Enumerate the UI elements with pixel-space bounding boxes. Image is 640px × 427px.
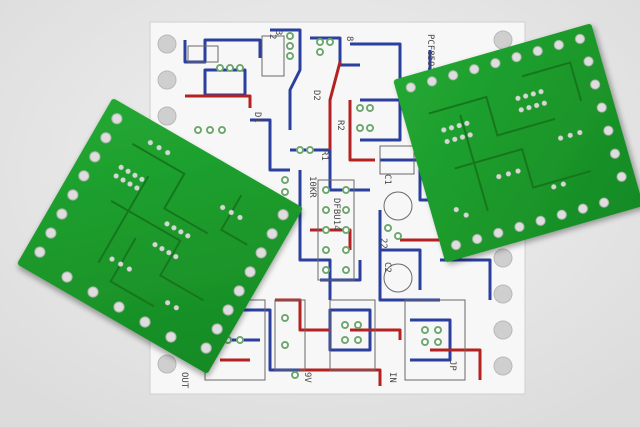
label-ic-right: PCF8591: [425, 34, 435, 72]
label-ic-mid: 8: [344, 36, 354, 41]
label-c1: C1: [382, 174, 392, 185]
label-q-mid: 10KR: [307, 176, 317, 198]
label-in: IN: [387, 372, 397, 383]
component-outlines: [187, 35, 466, 381]
right-pcb-board: [393, 23, 640, 262]
label-out: OUT: [179, 372, 189, 389]
printout-holes-right: [493, 30, 513, 376]
left-pcb-pads: [109, 140, 243, 311]
label-d1: D1: [252, 112, 262, 123]
label-r2: R2: [335, 120, 345, 131]
label-c2: C2: [382, 262, 392, 273]
right-pcb-edge-holes: [405, 33, 627, 251]
left-pcb-edge-holes: [34, 113, 289, 354]
label-c-right: 22: [378, 238, 388, 249]
printout-pads: [194, 32, 442, 379]
left-pcb-board: [17, 98, 303, 374]
left-pcb-traces: [97, 142, 248, 308]
label-sig: 3: [273, 30, 283, 35]
label-r1: R1: [319, 150, 329, 161]
label-jp: JP: [447, 360, 457, 371]
label-ic-left: 2: [267, 34, 277, 39]
label-vcc: 9V: [302, 372, 312, 383]
label-b-mid: DFBU14: [331, 198, 341, 231]
right-pcb-pads: [441, 89, 583, 218]
right-pcb-substrate: [393, 23, 640, 262]
label-d2: D2: [311, 90, 321, 101]
printout-labels: 2 8 PCF8591 D1 D2 22 DFBU14 10KR OUT R1 …: [179, 30, 457, 389]
right-pcb-traces: [428, 61, 592, 212]
left-pcb-substrate: [17, 98, 303, 374]
